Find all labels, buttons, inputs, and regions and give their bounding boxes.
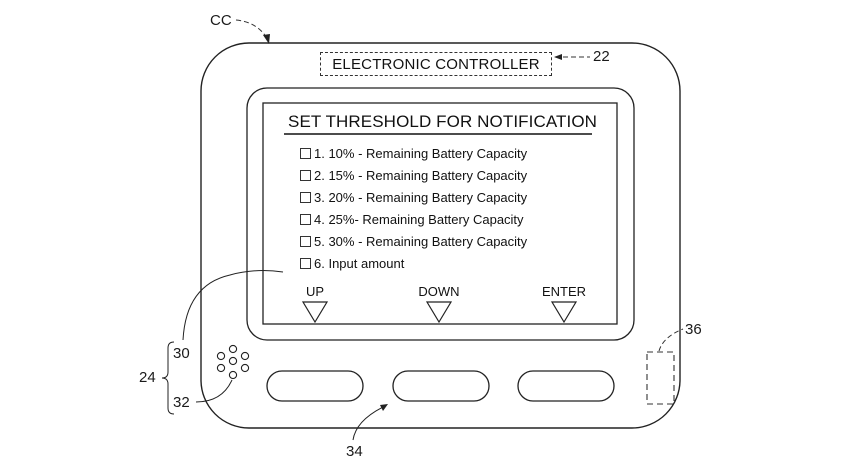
option-item[interactable]: 6. Input amount bbox=[300, 256, 404, 271]
option-label: 4. 25%- Remaining Battery Capacity bbox=[314, 212, 524, 227]
option-label: 6. Input amount bbox=[314, 256, 405, 271]
option-label: 5. 30% - Remaining Battery Capacity bbox=[314, 234, 528, 249]
option-label: 2. 15% - Remaining Battery Capacity bbox=[314, 168, 528, 183]
enter-triangle-icon bbox=[550, 301, 578, 324]
leader-30 bbox=[182, 270, 284, 341]
ref-label-30: 30 bbox=[173, 345, 190, 362]
brace-24 bbox=[161, 341, 175, 415]
checkbox[interactable] bbox=[300, 170, 311, 181]
screen-title: SET THRESHOLD FOR NOTIFICATION bbox=[288, 112, 598, 131]
leader-36 bbox=[658, 328, 684, 352]
ref-label-34: 34 bbox=[346, 443, 363, 460]
arrowhead-34-icon bbox=[380, 404, 388, 411]
hardware-button-enter[interactable] bbox=[517, 370, 615, 402]
checkbox[interactable] bbox=[300, 236, 311, 247]
port-dashed-box bbox=[646, 351, 675, 405]
display-area bbox=[262, 102, 618, 325]
leader-32 bbox=[195, 379, 233, 403]
option-item[interactable]: 2. 15% - Remaining Battery Capacity bbox=[300, 168, 527, 183]
softkey-up[interactable]: UP bbox=[305, 284, 325, 299]
ref-label-cc: CC bbox=[210, 12, 232, 29]
checkbox[interactable] bbox=[300, 192, 311, 203]
ref-label-24: 24 bbox=[139, 369, 156, 386]
leader-cc bbox=[235, 19, 269, 41]
checkbox[interactable] bbox=[300, 258, 311, 269]
up-triangle-icon bbox=[301, 301, 329, 324]
speaker-icon bbox=[216, 344, 250, 380]
checkbox[interactable] bbox=[300, 214, 311, 225]
arrowhead-cc-icon bbox=[263, 34, 270, 44]
controller-housing bbox=[200, 42, 681, 429]
option-item[interactable]: 3. 20% - Remaining Battery Capacity bbox=[300, 190, 527, 205]
option-item[interactable]: 5. 30% - Remaining Battery Capacity bbox=[300, 234, 527, 249]
option-label: 3. 20% - Remaining Battery Capacity bbox=[314, 190, 528, 205]
hardware-button-down[interactable] bbox=[392, 370, 490, 402]
arrowhead-22-icon bbox=[554, 54, 562, 60]
screen-bezel bbox=[246, 87, 635, 341]
option-item[interactable]: 4. 25%- Remaining Battery Capacity bbox=[300, 212, 524, 227]
ref-label-36: 36 bbox=[685, 321, 702, 338]
checkbox[interactable] bbox=[300, 148, 311, 159]
softkey-enter[interactable]: ENTER bbox=[541, 284, 587, 299]
option-label: 1. 10% - Remaining Battery Capacity bbox=[314, 146, 528, 161]
controller-title: ELECTRONIC CONTROLLER bbox=[320, 52, 552, 76]
down-triangle-icon bbox=[425, 301, 453, 324]
ref-label-32: 32 bbox=[173, 394, 190, 411]
leader-34 bbox=[352, 405, 386, 441]
hardware-button-up[interactable] bbox=[266, 370, 364, 402]
ref-label-22: 22 bbox=[593, 48, 610, 65]
option-item[interactable]: 1. 10% - Remaining Battery Capacity bbox=[300, 146, 527, 161]
softkey-down[interactable]: DOWN bbox=[418, 284, 460, 299]
